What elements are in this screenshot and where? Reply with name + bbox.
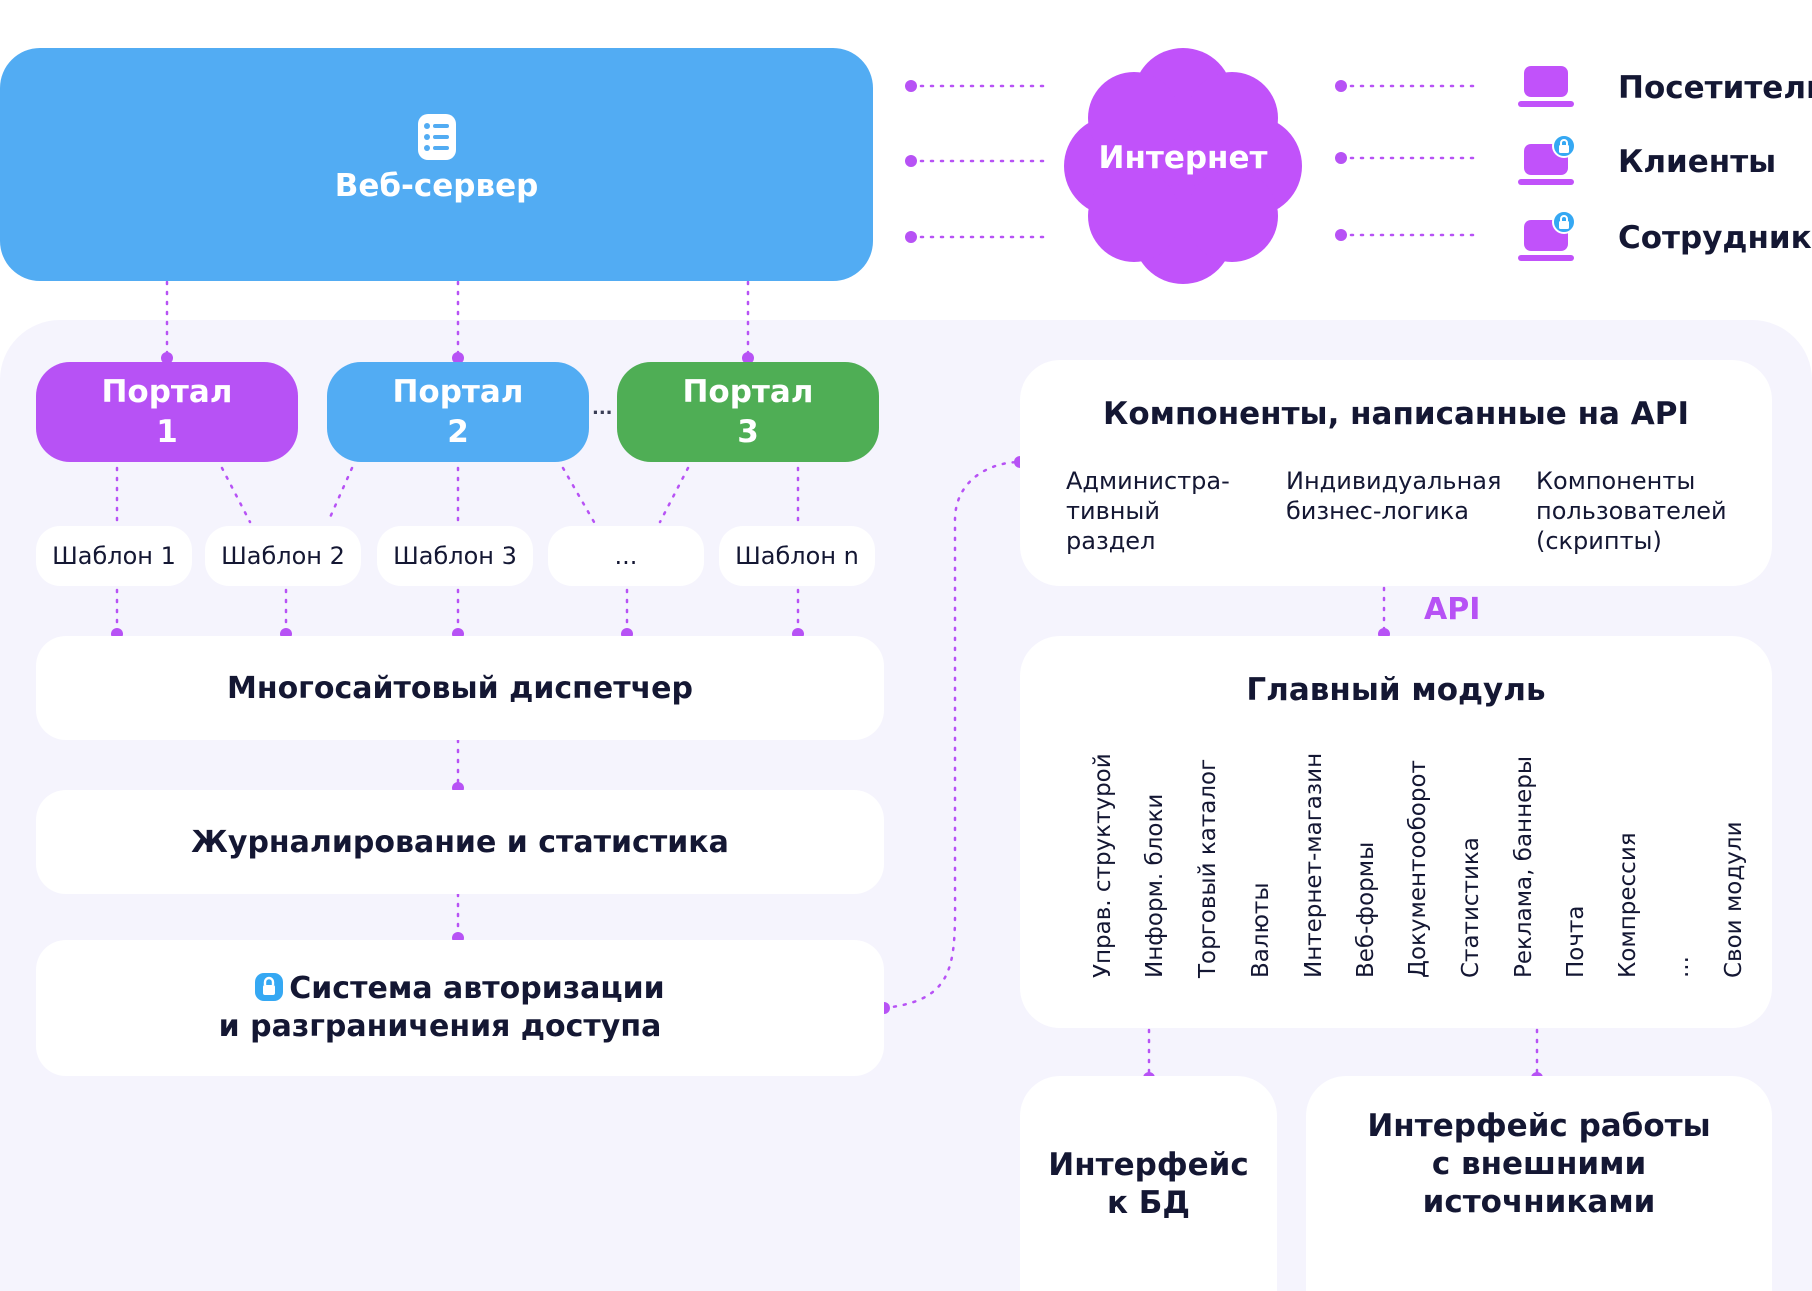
main-module-box: Главный модуль Управ. структурой Информ.… (1020, 636, 1772, 1028)
api-label: API (1424, 592, 1481, 627)
portal-title: Портал (392, 374, 524, 410)
module-item: Документооборот (1405, 760, 1431, 978)
module-item: Информ. блоки (1142, 793, 1168, 978)
main-module-title: Главный модуль (1246, 672, 1546, 708)
portal-number: 2 (447, 414, 469, 450)
external-interface-line3: источниками (1422, 1183, 1656, 1220)
logging-statistics-box: Журналирование и статистика (36, 790, 884, 894)
audience-label: Посетители (1618, 70, 1812, 106)
template-1: Шаблон 1 (36, 526, 192, 586)
external-interface-line1: Интерфейс работы (1367, 1107, 1711, 1144)
portal-1: Портал 1 (36, 362, 298, 462)
laptop-icon (1518, 66, 1574, 107)
module-item: Валюты (1248, 882, 1274, 979)
portal-3: Портал 3 (617, 362, 879, 462)
internet-label: Интернет (1098, 140, 1268, 176)
module-item: Реклама, баннеры (1511, 755, 1537, 978)
component-admin: Администра- тивный раздел (1066, 467, 1230, 555)
external-sources-interface-box: Интерфейс работы с внешними источниками (1306, 1076, 1772, 1291)
portal-2: Портал 2 (327, 362, 589, 462)
db-interface-line2: к БД (1106, 1184, 1191, 1221)
laptop-lock-icon (1518, 212, 1576, 261)
module-item: Компрессия (1615, 832, 1641, 978)
auth-system-line1: Система авторизации (289, 971, 665, 1006)
audience-employees: Сотрудники (1518, 212, 1812, 264)
db-interface-line1: Интерфейс (1048, 1146, 1249, 1183)
module-item: Свои модули (1721, 821, 1747, 978)
module-item: Статистика (1458, 837, 1484, 978)
audience-clients: Клиенты (1518, 136, 1776, 188)
cloud-icon (1064, 48, 1302, 284)
auth-system-box: Система авторизации и разграничения дост… (36, 940, 884, 1076)
laptop-lock-icon (1518, 136, 1576, 185)
module-item: Почта (1563, 905, 1589, 978)
template-2: Шаблон 2 (205, 526, 361, 586)
portal-title: Портал (101, 374, 233, 410)
portal-title: Портал (682, 374, 814, 410)
template-ellipsis: ... (548, 526, 704, 586)
web-server-box: Веб-сервер (0, 48, 873, 281)
api-components-box: Компоненты, написанные на API Администра… (1020, 360, 1772, 586)
audience-label: Клиенты (1618, 144, 1777, 180)
server-list-icon (417, 113, 456, 160)
module-list: Управ. структурой Информ. блоки Торговый… (1020, 636, 1772, 1028)
lock-icon (255, 973, 284, 1001)
component-business-logic: Индивидуальная бизнес-логика (1286, 467, 1502, 525)
db-interface-box: Интерфейс к БД (1020, 1076, 1277, 1291)
module-item: Управ. структурой (1090, 753, 1116, 978)
api-components-title: Компоненты, написанные на API (1103, 396, 1689, 432)
audience-label: Сотрудники (1618, 220, 1812, 256)
module-item: Веб-формы (1353, 841, 1379, 978)
module-item: ... (1668, 956, 1694, 978)
module-item: Торговый каталог (1195, 758, 1221, 978)
portal-ellipsis: ... (592, 398, 613, 419)
module-item: Интернет-магазин (1301, 752, 1327, 978)
auth-system-line2: и разграничения доступа (218, 1009, 662, 1044)
external-interface-line2: с внешними (1431, 1145, 1647, 1182)
component-user-scripts: Компоненты пользователей (скрипты) (1536, 467, 1727, 555)
multisite-dispatcher-box: Многосайтовый диспетчер (36, 636, 884, 740)
template-n: Шаблон n (719, 526, 875, 586)
web-server-label: Веб-сервер (334, 167, 539, 204)
portal-number: 3 (737, 414, 759, 450)
template-3: Шаблон 3 (377, 526, 533, 586)
portal-number: 1 (156, 414, 178, 450)
audience-visitors: Посетители (1518, 66, 1812, 110)
